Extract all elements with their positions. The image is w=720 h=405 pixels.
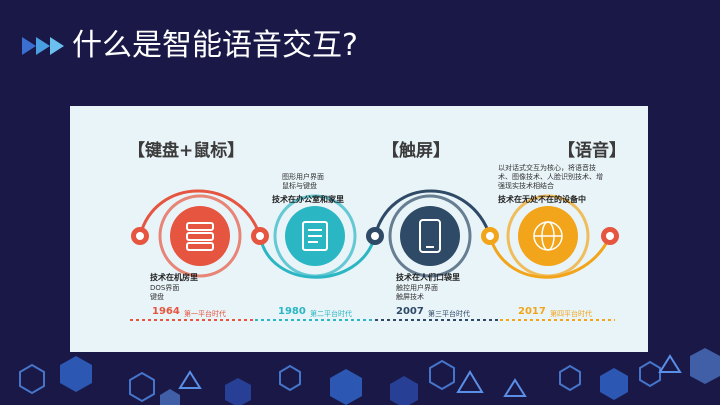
stage1-line2: 键盘 [150,293,164,301]
slide-title: 什么是智能语音交互? [72,28,358,63]
timeline-graphic [130,189,619,321]
era2-label: 第二平台时代 [310,310,352,318]
header-keyboard-mouse: 【键盘+鼠标】 [128,141,245,161]
stage1-circle [170,206,230,266]
era4-year: 2017 [518,306,546,317]
infographic-panel: 【键盘+鼠标】 【触屏】 【语音】 图形用户界面 鼠标与键盘 技术在办公室和家里… [70,106,648,352]
double-arrow-icon [22,37,64,55]
stage4-line1: 以对话式交互为核心，将语音技 [498,164,596,172]
header-voice: 【语音】 [558,141,626,161]
title-row: 什么是智能语音交互? [22,26,358,66]
stage4-line3: 强现实技术相结合 [498,182,554,190]
stage3-circle [400,206,460,266]
stage2-title: 技术在办公室和家里 [272,195,344,204]
stage4-line2: 术、图像技术、人脸识别技术、增 [498,173,603,181]
stage3-title: 技术在人们口袋里 [396,273,460,282]
era2-year: 1980 [278,306,306,317]
stage4-title: 技术在无处不在的设备中 [498,195,586,204]
server-icon [186,222,214,251]
stage3-line1: 触控用户界面 [396,284,438,292]
document-icon [302,221,328,251]
globe-icon [533,221,563,251]
smartphone-icon [419,219,441,253]
header-touch: 【触屏】 [382,141,450,161]
stage2-line2: 鼠标与键盘 [282,182,317,190]
stage3-line2: 触屏技术 [396,293,424,301]
stage2-line1: 图形用户界面 [282,173,324,181]
era3-year: 2007 [396,306,424,317]
stage1-title: 技术在机房里 [150,273,198,282]
stage1-line1: DOS界面 [150,284,180,292]
era1-year: 1964 [152,306,180,317]
era4-label: 第四平台时代 [550,310,592,318]
era1-label: 第一平台时代 [184,310,226,318]
era3-label: 第三平台时代 [428,310,470,318]
